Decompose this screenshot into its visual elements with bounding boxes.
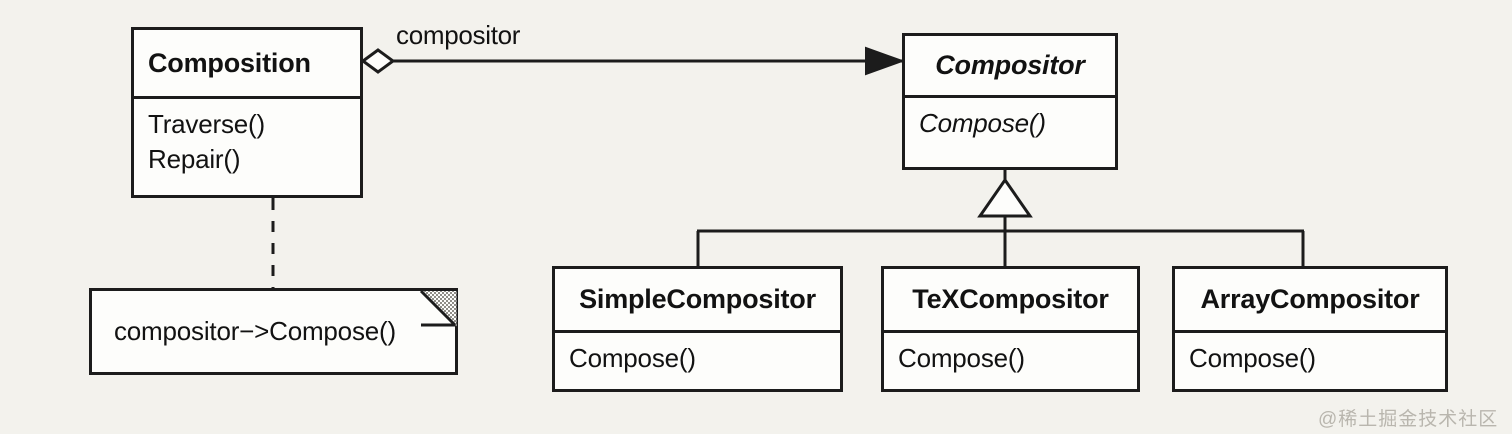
class-name-compositor: Compositor xyxy=(905,36,1115,98)
operation-traverse: Traverse() xyxy=(148,109,265,139)
class-operations-compositor: Compose() xyxy=(905,98,1115,167)
operation-compose-simple: Compose() xyxy=(569,343,696,373)
note-text: compositor−>Compose() xyxy=(114,316,396,346)
class-operations-tex-compositor: Compose() xyxy=(884,333,1137,389)
class-box-array-compositor[interactable]: ArrayCompositor Compose() xyxy=(1172,266,1448,392)
class-operations-composition: Traverse() Repair() xyxy=(134,99,360,195)
class-name-composition: Composition xyxy=(134,30,360,99)
note-folded-corner-icon xyxy=(419,289,458,328)
solid-arrowhead-marker xyxy=(865,46,905,76)
aggregation-association-edge xyxy=(360,46,905,76)
operation-compose-array: Compose() xyxy=(1189,343,1316,373)
association-role-label: compositor xyxy=(396,20,521,50)
note-box-implementation[interactable]: compositor−>Compose() xyxy=(89,288,458,375)
hollow-triangle-generalization-marker xyxy=(977,177,1033,218)
class-box-compositor[interactable]: Compositor Compose() xyxy=(902,33,1118,170)
class-name-array-compositor: ArrayCompositor xyxy=(1175,269,1445,333)
class-name-tex-compositor: TeXCompositor xyxy=(884,269,1137,333)
watermark-label: @稀土掘金技术社区 xyxy=(1318,409,1499,430)
hollow-diamond-aggregation-marker xyxy=(360,48,396,74)
operation-compose-abstract: Compose() xyxy=(919,108,1046,138)
generalization-edge xyxy=(696,170,1305,266)
class-operations-array-compositor: Compose() xyxy=(1175,333,1445,389)
class-name-simple-compositor: SimpleCompositor xyxy=(555,269,840,333)
operation-compose-tex: Compose() xyxy=(898,343,1025,373)
class-box-composition[interactable]: Composition Traverse() Repair() xyxy=(131,27,363,198)
class-box-simple-compositor[interactable]: SimpleCompositor Compose() xyxy=(552,266,843,392)
operation-repair: Repair() xyxy=(148,144,241,175)
class-operations-simple-compositor: Compose() xyxy=(555,333,840,389)
class-box-tex-compositor[interactable]: TeXCompositor Compose() xyxy=(881,266,1140,392)
